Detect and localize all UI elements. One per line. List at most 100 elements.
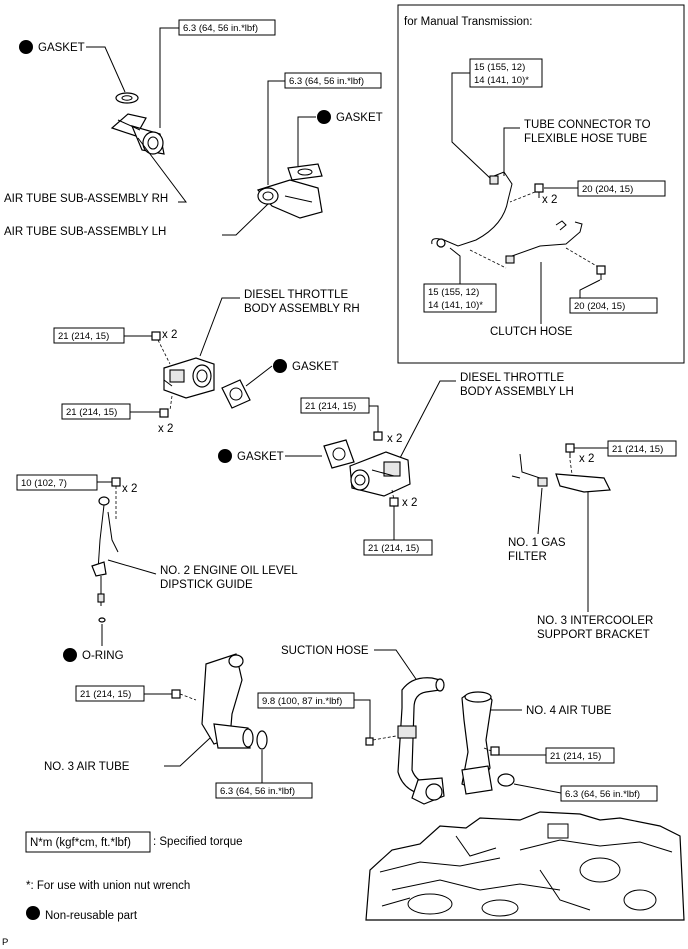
torque-value-6.3-b: 6.3 (64, 56 in.*lbf) xyxy=(289,76,364,87)
torque-box-15-b xyxy=(423,283,497,313)
torque-value-20-b: 20 (204, 15) xyxy=(574,301,625,312)
multiplier-throttle-lh-lower: x 2 xyxy=(402,497,417,509)
air-tube-lh-label: AIR TUBE SUB-ASSEMBLY LH xyxy=(4,226,166,238)
bolt-mt-upper xyxy=(534,183,544,198)
multiplier-throttle-rh-upper: x 2 xyxy=(162,329,177,341)
bolt-throttle-lh-lower xyxy=(389,497,399,507)
torque-box-6.3-d xyxy=(560,785,658,802)
gasket-lh-shape xyxy=(287,163,323,181)
intercooler-label-1: NO. 3 INTERCOOLER xyxy=(537,615,653,627)
gas-filter-label-1: NO. 1 GAS xyxy=(508,537,566,549)
gasket-rh-shape xyxy=(115,92,139,104)
corner-letter: P xyxy=(2,937,8,948)
torque-value-6.3-c: 6.3 (64, 56 in.*lbf) xyxy=(220,786,295,797)
torque-value-21-d: 21 (214, 15) xyxy=(368,543,419,554)
dipstick-label-2: DIPSTICK GUIDE xyxy=(160,579,253,591)
legend-torque-desc: : Specified torque xyxy=(153,836,243,848)
throttle-rh-label-2: BODY ASSEMBLY RH xyxy=(244,303,360,315)
non-reusable-mark-gasket-3 xyxy=(273,359,287,373)
bolt-mt-lower xyxy=(596,265,606,280)
no4-clamp-shape xyxy=(497,773,515,787)
torque-value-15-a-1: 15 (155, 12) xyxy=(474,62,525,73)
torque-value-15-b-1: 15 (155, 12) xyxy=(428,287,479,298)
torque-box-20-b xyxy=(569,297,658,314)
multiplier-throttle-lh-upper: x 2 xyxy=(387,433,402,445)
throttle-body-lh-shape xyxy=(349,451,411,497)
multiplier-throttle-rh-lower: x 2 xyxy=(158,423,173,435)
gasket-label-2: GASKET xyxy=(336,112,383,124)
torque-value-21-b: 21 (214, 15) xyxy=(66,407,117,418)
throttle-lh-label-2: BODY ASSEMBLY LH xyxy=(460,386,574,398)
gasket-throttle-rh-shape xyxy=(221,379,251,409)
tube-connector-label-2: FLEXIBLE HOSE TUBE xyxy=(524,133,647,145)
air-tube-rh-label: AIR TUBE SUB-ASSEMBLY RH xyxy=(4,193,168,205)
torque-value-21-f: 21 (214, 15) xyxy=(80,689,131,700)
legend-non-reusable-mark xyxy=(26,906,40,920)
throttle-body-rh-shape xyxy=(163,357,215,399)
torque-value-21-c: 21 (214, 15) xyxy=(305,401,356,412)
torque-value-15-b-2: 14 (141, 10)* xyxy=(428,300,483,311)
manual-transmission-panel xyxy=(397,4,685,364)
bolt-throttle-lh-upper xyxy=(373,431,383,441)
bolt-no3-air-tube xyxy=(171,689,181,699)
torque-box-15-a xyxy=(469,58,543,88)
suction-hose-label: SUCTION HOSE xyxy=(281,645,369,657)
non-reusable-mark-gasket-4 xyxy=(218,449,232,463)
no3-clamp-shape xyxy=(256,730,268,750)
torque-box-21-d xyxy=(363,539,433,556)
torque-box-6.3-c xyxy=(215,782,313,799)
gasket-label-3: GASKET xyxy=(292,361,339,373)
suction-hose-shape xyxy=(397,677,445,805)
bolt-bracket xyxy=(565,443,575,458)
air-tube-rh-shape xyxy=(110,113,165,155)
multiplier-dipstick: x 2 xyxy=(122,483,137,495)
bolt-no4-air-tube xyxy=(490,746,500,756)
no3-air-tube-label: NO. 3 AIR TUBE xyxy=(44,761,130,773)
torque-value-10: 10 (102, 7) xyxy=(21,478,67,489)
torque-value-9.8: 9.8 (100, 87 in.*lbf) xyxy=(262,696,342,707)
bolt-suction-hose xyxy=(365,737,374,746)
clutch-hose-label: CLUTCH HOSE xyxy=(490,326,573,338)
throttle-lh-label-1: DIESEL THROTTLE xyxy=(460,372,564,384)
multiplier-bracket: x 2 xyxy=(579,453,594,465)
dipstick-label-1: NO. 2 ENGINE OIL LEVEL xyxy=(160,565,298,577)
gas-filter-label-2: FILTER xyxy=(508,551,547,563)
non-reusable-mark-gasket-1 xyxy=(19,40,33,54)
no4-air-tube-label: NO. 4 AIR TUBE xyxy=(526,705,612,717)
bolt-throttle-rh-upper xyxy=(151,331,161,341)
throttle-rh-label-1: DIESEL THROTTLE xyxy=(244,289,348,301)
no4-air-tube-shape xyxy=(461,691,493,795)
legend-torque-box xyxy=(25,831,151,853)
gasket-label-4: GASKET xyxy=(237,451,284,463)
flexible-hose-tube-shape xyxy=(431,171,513,248)
torque-value-6.3-d: 6.3 (64, 56 in.*lbf) xyxy=(565,789,640,800)
torque-value-21-e: 21 (214, 15) xyxy=(612,444,663,455)
intercooler-label-2: SUPPORT BRACKET xyxy=(537,629,650,641)
legend-torque-units: N*m (kgf*cm, ft.*lbf) xyxy=(30,837,131,849)
tube-connector-label-1: TUBE CONNECTOR TO xyxy=(524,119,651,131)
engine-illustration xyxy=(365,811,685,921)
o-ring-shape xyxy=(98,617,106,623)
clutch-hose-shape xyxy=(505,220,583,264)
manual-transmission-title: for Manual Transmission: xyxy=(404,16,532,28)
non-reusable-mark-gasket-2 xyxy=(317,110,331,124)
legend-asterisk-note: *: For use with union nut wrench xyxy=(26,880,190,892)
legend-non-reusable-text: Non-reusable part xyxy=(45,910,138,922)
no3-air-tube-shape xyxy=(201,653,254,749)
non-reusable-mark-oring xyxy=(63,648,77,662)
torque-value-6.3-a: 6.3 (64, 56 in.*lbf) xyxy=(183,23,258,34)
torque-value-21-a: 21 (214, 15) xyxy=(58,331,109,342)
oring-label: O-RING xyxy=(82,650,124,662)
torque-value-21-g: 21 (214, 15) xyxy=(550,751,601,762)
gasket-throttle-lh-shape xyxy=(323,439,355,469)
air-tube-lh-shape xyxy=(256,179,323,219)
torque-value-15-a-2: 14 (141, 10)* xyxy=(474,75,529,86)
bolt-dipstick xyxy=(111,477,121,487)
gasket-label-1: GASKET xyxy=(38,42,85,54)
dipstick-guide-shape xyxy=(91,496,119,606)
intercooler-bracket-shape xyxy=(555,473,611,493)
multiplier-mt: x 2 xyxy=(542,194,557,206)
gas-filter-shape xyxy=(511,453,548,487)
torque-value-20-a: 20 (204, 15) xyxy=(582,184,633,195)
